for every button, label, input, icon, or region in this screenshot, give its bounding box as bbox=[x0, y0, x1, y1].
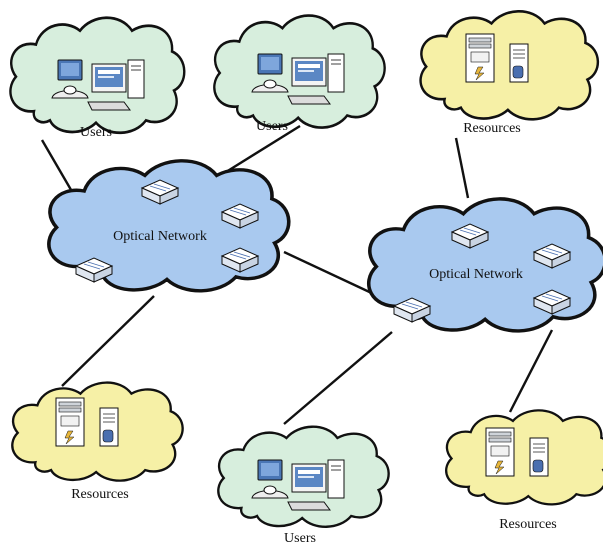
users-label: Users bbox=[256, 119, 288, 134]
resources-cloud-bottom-left: Resources bbox=[11, 381, 184, 502]
users-cloud-top-left: Users bbox=[9, 16, 186, 140]
users-label: Users bbox=[284, 531, 316, 544]
link-resources-tr-to-optical-right bbox=[454, 137, 470, 199]
network-links bbox=[40, 124, 554, 425]
link-optical-left-to-resources-bl bbox=[61, 295, 155, 387]
link-optical-right-to-users-bm bbox=[283, 331, 393, 425]
link-optical-left-to-optical-right bbox=[283, 250, 379, 298]
users-label: Users bbox=[80, 125, 112, 140]
users-cloud-top-middle: Users bbox=[212, 14, 387, 134]
resources-label: Resources bbox=[499, 517, 557, 532]
optical-network-cloud-left: Optical Network bbox=[47, 158, 291, 293]
users-cloud-bottom-middle: Users bbox=[217, 425, 390, 546]
link-optical-right-to-resources-br bbox=[508, 329, 554, 413]
link-users-tl-to-optical-left bbox=[40, 139, 76, 196]
resources-label: Resources bbox=[71, 487, 129, 502]
optical-network-label: Optical Network bbox=[113, 229, 207, 244]
resources-cloud-top-right: Resources bbox=[419, 9, 600, 136]
resources-cloud-bottom-right: Resources bbox=[445, 409, 603, 532]
optical-network-cloud-right: Optical Network bbox=[366, 197, 603, 333]
link-users-tm-to-optical-left bbox=[225, 124, 301, 174]
resources-label: Resources bbox=[463, 121, 521, 136]
optical-network-label: Optical Network bbox=[429, 267, 523, 282]
